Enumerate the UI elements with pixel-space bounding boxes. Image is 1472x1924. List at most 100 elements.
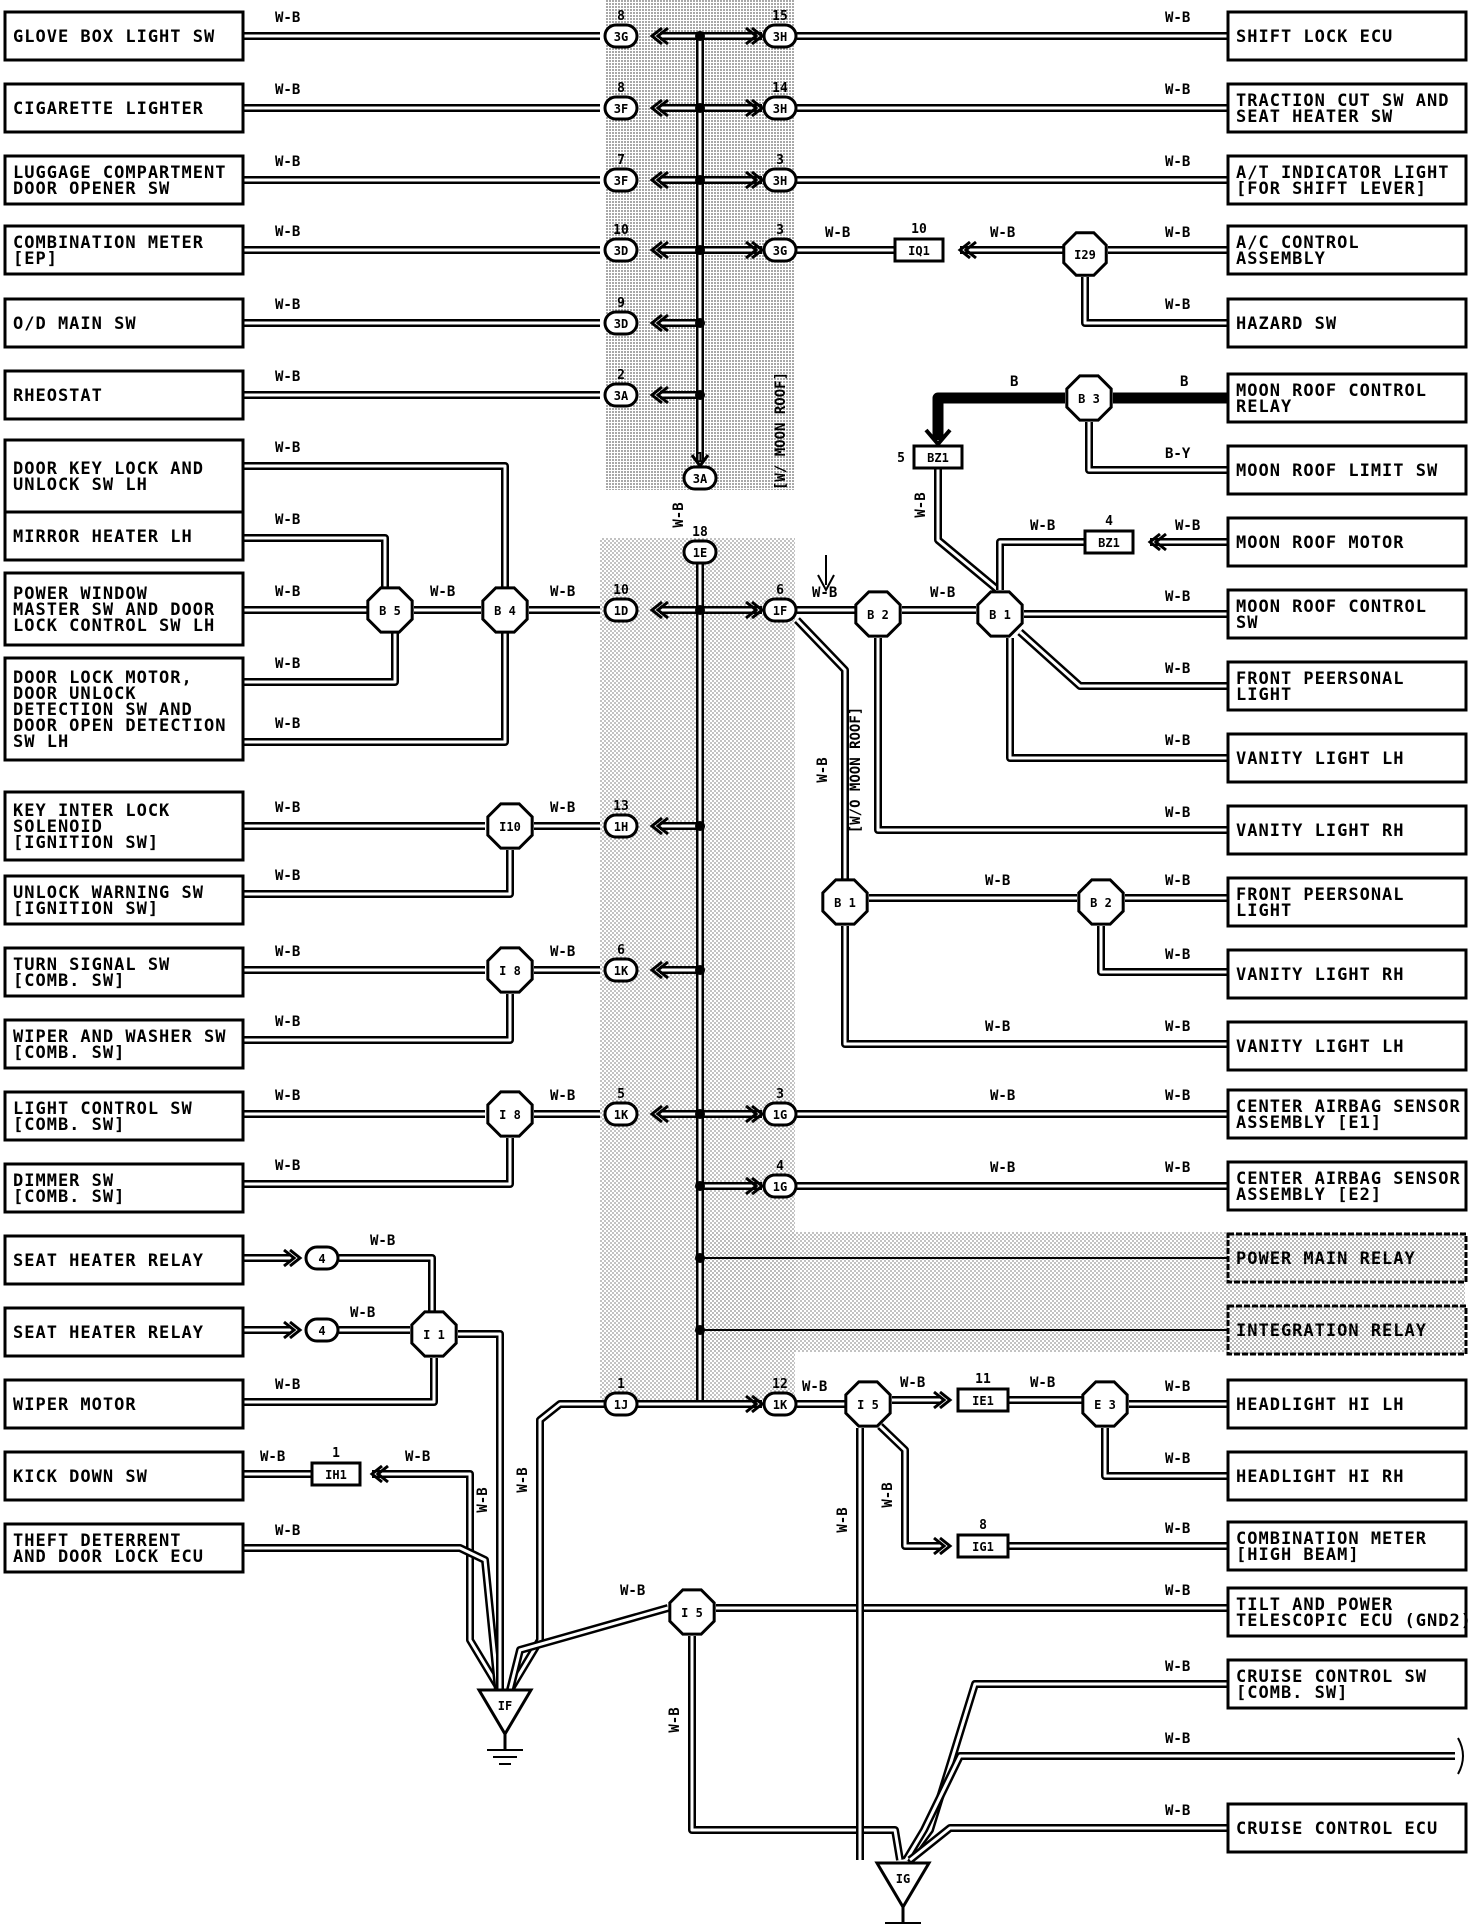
ground-if: IF — [476, 1688, 534, 1765]
component-front-personal-light-1-frame — [1226, 660, 1468, 712]
component-door-key-lock-sw-lh-label: UNLOCK SW LH — [13, 475, 148, 495]
arrow-down-icon — [690, 454, 710, 469]
connector-c1k-5-shape — [603, 1101, 639, 1127]
component-dimmer-sw: DIMMER SW[COMB. SW] — [3, 1162, 245, 1214]
wire — [243, 534, 389, 588]
wire-color-label: W-B — [275, 297, 300, 313]
wire-color-label: W-B — [275, 800, 300, 816]
wire — [243, 1358, 438, 1406]
wire-color-label: W-B — [1165, 1451, 1190, 1467]
wire-color-label: W-B — [275, 1088, 300, 1104]
component-seat-heater-relay-1-frame — [3, 1234, 245, 1286]
connector-c3g_3-id: 3G — [773, 244, 787, 258]
splice-i8b-shape — [486, 1090, 534, 1138]
splice-b1b: B 1 — [821, 878, 869, 926]
wire-color-label: W-B — [1165, 10, 1190, 26]
wire-color-label: W-B — [275, 512, 300, 528]
junction-ih1-id: IH1 — [325, 1468, 347, 1482]
splice-i5b-id: I 5 — [681, 1606, 703, 1620]
wire — [506, 1604, 670, 1691]
splice-dot — [695, 175, 705, 185]
component-vanity-light-lh-1: VANITY LIGHT LH — [1226, 732, 1468, 784]
connector-c1e-pin: 18 — [692, 525, 708, 540]
component-seat-heater-relay-1: SEAT HEATER RELAY — [3, 1234, 245, 1286]
splice-i10-id: I10 — [499, 820, 521, 834]
connector-c3h_3-pin: 3 — [776, 153, 784, 168]
arrow-icon — [649, 170, 669, 190]
arrow-icon — [933, 1536, 953, 1556]
connector-c3d_10-id: 3D — [614, 244, 628, 258]
component-headlight-hi-rh: HEADLIGHT HI RH — [1226, 1450, 1468, 1502]
connector-c1k-6-id: 1K — [614, 964, 629, 978]
component-vanity-light-rh-2: VANITY LIGHT RH — [1226, 948, 1468, 1000]
splice-b2b-id: B 2 — [1090, 896, 1112, 910]
splice-dot — [695, 31, 705, 41]
wire — [243, 462, 509, 590]
wire-color-label: W-B — [275, 369, 300, 385]
connector-c3h_3-id: 3H — [773, 174, 787, 188]
component-at-indicator-light: A/T INDICATOR LIGHT[FOR SHIFT LEVER] — [1226, 154, 1468, 206]
connector-c3d_9-id: 3D — [614, 317, 628, 331]
component-light-control-sw-label: [COMB. SW] — [13, 1115, 125, 1135]
wire-core — [904, 1754, 1455, 1861]
component-door-lock-motor-label: DETECTION SW AND — [13, 700, 193, 720]
connector-seat-heater-4b-shape — [304, 1317, 340, 1343]
component-moon-roof-limit-sw: MOON ROOF LIMIT SW — [1226, 444, 1468, 496]
splice-i5a-id: I 5 — [857, 1398, 879, 1412]
wire-core — [243, 632, 507, 744]
connector-c3h_15-pin: 15 — [772, 9, 788, 24]
component-center-airbag-e2-label: CENTER AIRBAG SENSOR — [1236, 1169, 1461, 1189]
connector-c3a_2: 3A2 — [603, 368, 639, 408]
splice-e3-id: E 3 — [1094, 1398, 1116, 1412]
connector-seat-heater-4b-id: 4 — [318, 1324, 325, 1338]
splice-i1-shape — [410, 1310, 458, 1358]
component-cruise-control-sw: CRUISE CONTROL SW[COMB. SW] — [1226, 1658, 1468, 1710]
component-theft-deterrent-ecu-label: AND DOOR LOCK ECU — [13, 1547, 204, 1567]
component-combination-meter-high-beam-frame — [1226, 1520, 1468, 1572]
connector-c1j: 1J1 — [603, 1377, 639, 1417]
splice-i29-shape — [1062, 231, 1108, 277]
wire-core — [876, 638, 1228, 832]
component-mirror-heater-lh-frame — [3, 510, 245, 562]
connector-c1e-shape — [682, 539, 718, 565]
component-power-window-master-sw-label: LOCK CONTROL SW LH — [13, 616, 215, 636]
component-tilt-telescopic-ecu-frame — [1226, 1586, 1468, 1638]
component-traction-cut-sw-label: TRACTION CUT SW AND — [1236, 91, 1449, 111]
splice-e3-shape — [1081, 1380, 1129, 1428]
component-power-main-relay-label: POWER MAIN RELAY — [1236, 1249, 1416, 1269]
component-front-personal-light-2-label: FRONT PEERSONAL — [1236, 885, 1405, 905]
component-power-window-master-sw-label: MASTER SW AND DOOR — [13, 600, 215, 620]
component-cruise-control-ecu-label: CRUISE CONTROL ECU — [1236, 1819, 1438, 1839]
component-wiper-motor-frame — [3, 1378, 245, 1430]
component-vanity-light-lh-1-label: VANITY LIGHT LH — [1236, 749, 1405, 769]
component-moon-roof-motor-frame — [1226, 516, 1468, 568]
component-hazard-sw-label: HAZARD SW — [1236, 314, 1337, 334]
wire-color-label: W-B — [835, 1507, 851, 1532]
connector-c1g-4-id: 1G — [773, 1180, 787, 1194]
wire-core — [843, 926, 1228, 1046]
component-ac-control-assembly-label: A/C CONTROL — [1236, 233, 1360, 253]
splice-i5b-shape — [668, 1588, 716, 1636]
component-turn-signal-sw-label: [COMB. SW] — [13, 971, 125, 991]
arrow-icon — [745, 600, 765, 620]
wire-core — [878, 1424, 940, 1548]
component-mirror-heater-lh: MIRROR HEATER LH — [3, 510, 245, 562]
connector-c1j-id: 1J — [614, 1398, 628, 1412]
component-key-inter-lock-solenoid-label: [IGNITION SW] — [13, 833, 159, 853]
component-center-airbag-e2-label: ASSEMBLY [E2] — [1236, 1185, 1382, 1205]
splice-dot — [695, 1325, 705, 1335]
connector-c1g-3-shape — [762, 1101, 798, 1127]
arrow-down-icon — [817, 555, 835, 593]
wire-color-label: W-B — [1165, 873, 1190, 889]
splice-b2a: B 2 — [854, 590, 902, 638]
wire-color-label: W-B — [1165, 1731, 1190, 1747]
wire-color-label: W-B — [990, 1088, 1015, 1104]
component-combination-meter-high-beam-label: [HIGH BEAM] — [1236, 1545, 1360, 1565]
component-moon-roof-control-relay-label: MOON ROOF CONTROL — [1236, 381, 1427, 401]
connector-c1k-12-id: 1K — [773, 1398, 788, 1412]
splice-b3-shape — [1065, 374, 1113, 422]
